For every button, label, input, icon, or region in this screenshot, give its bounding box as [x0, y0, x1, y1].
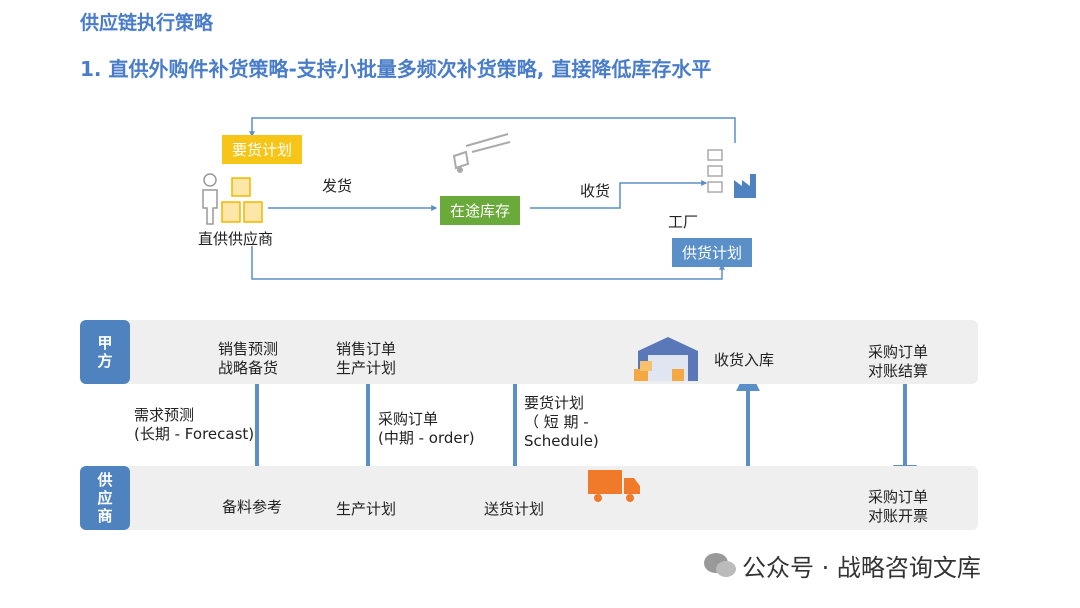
in-transit-tag: 在途库存 [440, 196, 521, 225]
truck-icon [588, 470, 640, 502]
factory-icon [707, 149, 756, 198]
lane-tag-supplier: 供应商 [80, 466, 130, 530]
supplier-label: 直供供应商 [198, 230, 274, 248]
node-production-plan: 生产计划 [336, 500, 397, 518]
demand-plan-tag: 要货计划 [222, 135, 303, 164]
arrow-factory-to-demand-plan [249, 117, 736, 143]
section-header: 供应链执行策略 [80, 12, 214, 34]
node-po-settle: 采购订单对账结算 [868, 343, 929, 380]
node-receipt: 收货入库 [714, 351, 775, 369]
lane-tag-party-a: 甲方 [80, 320, 130, 384]
watermark-text: 公众号 · 战略咨询文库 [742, 554, 981, 582]
transport-icon [452, 133, 511, 173]
node-delivery-plan: 送货计划 [484, 500, 545, 518]
arrow-in-transit-to-factory [530, 180, 708, 209]
warehouse-icon [634, 337, 698, 381]
supplier-icon [202, 173, 263, 225]
wechat-icon [704, 553, 736, 577]
receive-label: 收货 [580, 182, 611, 200]
factory-label: 工厂 [668, 213, 699, 231]
label-demand-forecast: 需求预测(长期 - Forecast) [134, 406, 255, 443]
node-po-invoice: 采购订单对账开票 [868, 488, 929, 525]
label-schedule: 要货计划（ 短 期 -Schedule) [524, 394, 599, 450]
ship-label: 发货 [322, 177, 353, 195]
supply-plan-tag: 供货计划 [672, 238, 753, 267]
node-sales-order: 销售订单生产计划 [336, 340, 397, 377]
node-material-prep: 备料参考 [222, 498, 283, 516]
arrow-supplier-to-supply-plan [251, 246, 725, 280]
slide-title: 1. 直供外购件补货策略-支持小批量多频次补货策略, 直接降低库存水平 [80, 57, 712, 81]
node-forecast: 销售预测战略备货 [218, 340, 279, 377]
lane-supplier [80, 466, 978, 530]
label-purchase-order: 采购订单(中期 - order) [378, 410, 475, 447]
lane-party-a [80, 320, 978, 384]
